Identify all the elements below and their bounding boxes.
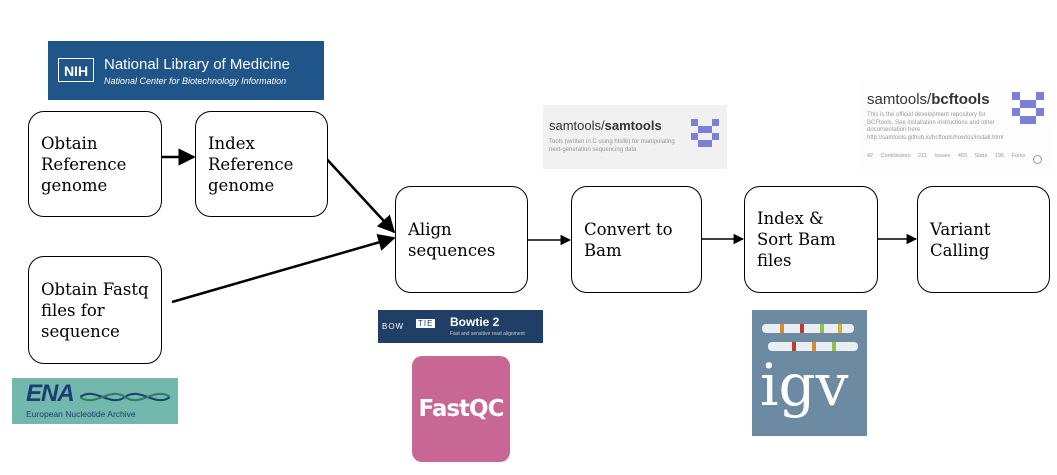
step-variant-calling: Variant Calling bbox=[917, 186, 1050, 293]
samtools-repo-card: samtools/samtools Tools (written in C us… bbox=[543, 105, 727, 169]
step-obtain-fastq: Obtain Fastq files for sequence bbox=[28, 256, 162, 364]
samtools-repo-description: Tools (written in C using htslib) for ma… bbox=[549, 139, 675, 153]
igv-logo: igv bbox=[752, 310, 867, 436]
samtools-owner: samtools/ bbox=[549, 118, 605, 133]
bowtie-name: Bowtie 2 bbox=[450, 315, 500, 329]
samtools-avatar-icon bbox=[691, 119, 719, 147]
bcftools-owner: samtools/ bbox=[867, 91, 932, 108]
bowtie-subtitle: Fast and sensitive read alignment bbox=[450, 331, 525, 337]
arrow-index-to-align bbox=[322, 154, 396, 234]
bowtie-tie: TIE bbox=[416, 319, 436, 328]
step-align-sequences-label: Align sequences bbox=[408, 219, 496, 260]
bowtie2-logo: BOW TIE Bowtie 2 Fast and sensitive read… bbox=[378, 310, 543, 343]
ena-mark: ENA bbox=[26, 380, 75, 407]
ena-logo: ENA European Nucleotide Archive bbox=[12, 378, 178, 424]
nih-mark: NIH bbox=[58, 58, 94, 82]
nih-subtitle: National Center for Biotechnology Inform… bbox=[104, 76, 287, 86]
fastqc-label: FastQC bbox=[418, 396, 504, 422]
bcftools-repo-name: bcftools bbox=[931, 91, 990, 108]
bowtie-bow: BOW bbox=[382, 322, 405, 331]
step-index-sort-bam: Index & Sort Bam files bbox=[744, 186, 878, 293]
nih-logo: NIH National Library of Medicine Nationa… bbox=[48, 41, 324, 100]
igv-label: igv bbox=[760, 351, 849, 419]
step-align-sequences: Align sequences bbox=[395, 186, 528, 293]
ena-subtitle: European Nucleotide Archive bbox=[26, 409, 136, 419]
nih-title: National Library of Medicine bbox=[104, 56, 290, 73]
samtools-repo-name: samtools bbox=[604, 118, 662, 133]
step-index-sort-bam-label: Index & Sort Bam files bbox=[757, 209, 836, 270]
dna-helix-icon bbox=[80, 392, 170, 402]
step-convert-to-bam: Convert to Bam bbox=[571, 186, 702, 293]
fastqc-logo: FastQC bbox=[412, 356, 510, 462]
step-convert-to-bam-label: Convert to Bam bbox=[584, 219, 673, 260]
bcftools-repo-card: samtools/bcftools This is the official d… bbox=[860, 80, 1052, 170]
arrow-fastq-to-align bbox=[171, 233, 396, 304]
bcftools-repo-title: samtools/bcftools bbox=[867, 91, 990, 108]
igv-tracks-icon bbox=[762, 324, 858, 351]
step-variant-calling-label: Variant Calling bbox=[930, 219, 991, 260]
github-icon bbox=[1033, 155, 1042, 164]
step-obtain-fastq-label: Obtain Fastq files for sequence bbox=[41, 279, 149, 341]
samtools-repo-title: samtools/samtools bbox=[549, 118, 662, 133]
step-index-reference: Index Reference genome bbox=[195, 111, 328, 217]
bcftools-avatar-icon bbox=[1012, 92, 1044, 124]
bcftools-repo-stats: 42 Contributors 211 Issues 459 Stars 196… bbox=[867, 153, 1026, 159]
step-obtain-reference: Obtain Reference genome bbox=[28, 111, 162, 217]
bcftools-repo-description: This is the official development reposit… bbox=[867, 112, 1004, 141]
step-obtain-reference-label: Obtain Reference genome bbox=[41, 133, 127, 195]
step-index-reference-label: Index Reference genome bbox=[208, 133, 294, 195]
